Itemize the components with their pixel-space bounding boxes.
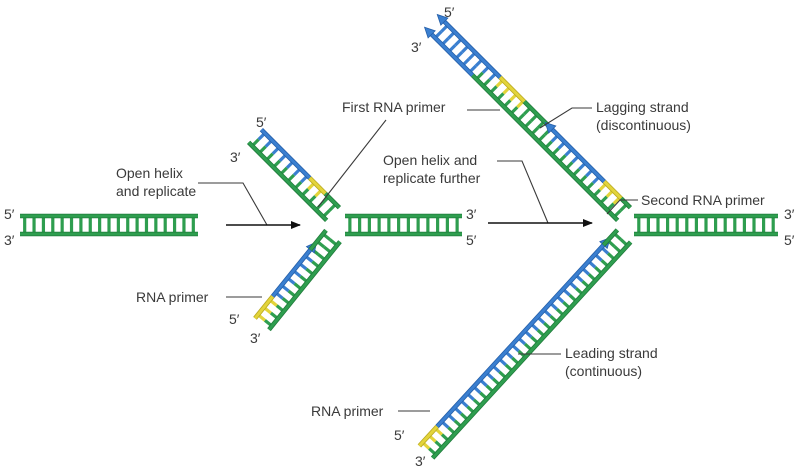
fork2-rna-primer-label: RNA primer bbox=[311, 403, 384, 419]
step2-label-line2: replicate further bbox=[383, 170, 481, 186]
leading-strand-label-line1: Leading strand bbox=[565, 345, 658, 361]
lagging-strand-label-line2: (discontinuous) bbox=[596, 117, 691, 133]
parental-dna-duplex bbox=[20, 213, 198, 237]
first-replication-fork bbox=[247, 128, 462, 332]
second-rna-primer-label: Second RNA primer bbox=[641, 192, 765, 208]
fork1-upper-5prime-label: 5′ bbox=[256, 114, 267, 130]
first-rna-primer-leader bbox=[317, 119, 387, 208]
step1-label-line1: Open helix bbox=[116, 165, 183, 181]
fork1-upper-3prime-label: 3′ bbox=[230, 149, 241, 165]
fork2-upper-3prime-label: 3′ bbox=[411, 39, 422, 55]
first-rna-primer-label: First RNA primer bbox=[342, 99, 446, 115]
synthesis-direction-arrow-icon bbox=[544, 121, 557, 134]
step2-leader-line bbox=[497, 160, 549, 224]
synthesis-direction-arrow-icon bbox=[436, 13, 449, 26]
second-replication-fork bbox=[417, 13, 778, 460]
fork1-lower-3prime-label: 3′ bbox=[250, 330, 261, 346]
step1-leader-line bbox=[198, 182, 268, 226]
step2-label-line1: Open helix and bbox=[383, 152, 477, 168]
fork1-duplex-3prime-label: 3′ bbox=[466, 206, 477, 222]
step1-label-line2: and replicate bbox=[116, 183, 196, 199]
parental-5prime-label: 5′ bbox=[4, 206, 15, 222]
leading-strand-label-line2: (continuous) bbox=[565, 363, 642, 379]
lagging-strand-leader bbox=[539, 107, 592, 129]
fork2-duplex-3prime-label: 3′ bbox=[784, 206, 795, 222]
fork2-duplex-5prime-label: 5′ bbox=[784, 232, 795, 248]
fork1-rna-primer-label: RNA primer bbox=[136, 289, 209, 305]
fork2-lower-3prime-label: 3′ bbox=[415, 453, 426, 469]
synthesis-direction-arrow-icon bbox=[423, 26, 436, 39]
fork2-lower-5prime-label: 5′ bbox=[394, 427, 405, 443]
fork1-duplex-5prime-label: 5′ bbox=[466, 232, 477, 248]
fork2-upper-5prime-label: 5′ bbox=[444, 4, 455, 20]
parental-3prime-label: 3′ bbox=[4, 232, 15, 248]
second-rna-primer-leader bbox=[606, 199, 638, 215]
lagging-strand-label-line1: Lagging strand bbox=[596, 99, 689, 115]
fork1-lower-5prime-label: 5′ bbox=[229, 311, 240, 327]
